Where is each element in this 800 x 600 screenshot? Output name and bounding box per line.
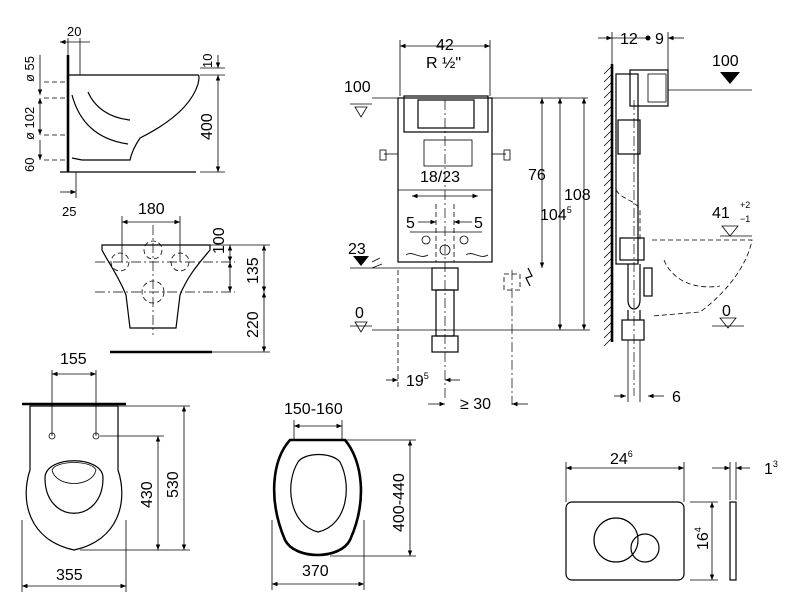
- frame-dim-19: 195: [406, 371, 429, 390]
- frame-dim-0: 0: [355, 305, 364, 322]
- wall-hatch-line: [603, 209, 613, 219]
- front-dim-180: 180: [138, 201, 165, 218]
- wall-hatch-line: [603, 313, 613, 323]
- side-frame-dim-41-minus: −1: [740, 214, 750, 224]
- frame-dim-104: 1045: [540, 205, 572, 224]
- side-frame-dim-9: 9: [655, 31, 664, 48]
- wall-hatch-line: [603, 129, 613, 139]
- seat-dim-400-440: 400-440: [391, 473, 408, 532]
- wall-hatch-line: [603, 241, 613, 251]
- top-dim-530: 530: [165, 471, 182, 498]
- front-dim-135: 135: [245, 257, 262, 284]
- wall-hatch-line: [603, 105, 613, 115]
- seat-dim-370: 370: [302, 563, 329, 580]
- side-view-bowl: 20 ø 55 ø 102 60 25 10 400: [22, 24, 225, 219]
- plate-dim-1: 13: [764, 459, 778, 478]
- side-dim-20: 20: [67, 24, 81, 39]
- front-view-bowl: 180 100 135 220: [95, 201, 270, 354]
- wall-hatch-line: [603, 81, 613, 91]
- side-dim-400: 400: [199, 113, 216, 140]
- wall-hatch-line: [603, 185, 613, 195]
- top-dim-355: 355: [56, 567, 83, 584]
- side-frame-dim-0: 0: [722, 303, 731, 320]
- wall-hatch-line: [603, 249, 613, 259]
- plate-dim-16: 164: [693, 527, 712, 550]
- installation-frame-front: 42 R ½" 100 76 108 1045 18/23 5 5 23 0 1…: [344, 37, 591, 413]
- side-dim-diam102: ø 102: [22, 107, 37, 140]
- frame-dim-30: ≥ 30: [460, 396, 491, 413]
- wall-hatch-line: [603, 169, 613, 179]
- wall-hatch-line: [603, 145, 613, 155]
- wall-hatch-line: [603, 161, 613, 171]
- frame-dim-42: 42: [436, 37, 454, 54]
- wall-hatch-line: [603, 193, 613, 203]
- wall-hatch-line: [603, 65, 613, 75]
- wall-hatch-line: [603, 273, 613, 283]
- wall-hatch-line: [603, 201, 613, 211]
- side-frame-dim-41: 41: [712, 205, 730, 222]
- front-dim-100: 100: [211, 227, 228, 254]
- side-frame-dim-6: 6: [672, 389, 681, 406]
- frame-dim-108: 108: [564, 187, 591, 204]
- wall-hatch-line: [603, 217, 613, 227]
- wall-hatch-line: [603, 257, 613, 267]
- frame-dim-23: 23: [348, 241, 366, 258]
- plate-dim-24: 246: [610, 449, 633, 468]
- wall-hatch-line: [603, 297, 613, 307]
- seat-top-view: 150-160 400-440 370: [271, 401, 416, 590]
- top-dim-155: 155: [60, 351, 87, 368]
- wall-hatch-line: [603, 281, 613, 291]
- frame-dim-18-23: 18/23: [420, 169, 460, 186]
- seat-dim-150-160: 150-160: [284, 401, 343, 418]
- frame-dim-r: R ½": [426, 55, 461, 72]
- side-frame-dim-12: 12: [620, 31, 638, 48]
- frame-dim-5-right: 5: [474, 215, 483, 232]
- wall-hatch-line: [603, 233, 613, 243]
- top-dim-430: 430: [139, 481, 156, 508]
- wall-hatch-line: [603, 97, 613, 107]
- front-dim-220: 220: [245, 311, 262, 338]
- wall-hatch-line: [603, 265, 613, 275]
- side-dim-60: 60: [22, 158, 37, 172]
- frame-dim-76: 76: [528, 167, 546, 184]
- wall-hatch-line: [603, 321, 613, 331]
- frame-dim-100: 100: [344, 79, 371, 96]
- wall-hatch-line: [603, 289, 613, 299]
- wall-hatch-line: [603, 153, 613, 163]
- wall-hatch-line: [603, 329, 613, 339]
- side-dim-10: 10: [200, 54, 215, 68]
- wall-hatch-line: [603, 121, 613, 131]
- wall-hatch-line: [603, 305, 613, 315]
- side-frame-dim-41-plus: +2: [740, 200, 750, 210]
- side-dim-25: 25: [62, 204, 76, 219]
- wall-hatch-line: [603, 113, 613, 123]
- wall-hatch-line: [603, 177, 613, 187]
- frame-dim-5-left: 5: [406, 215, 415, 232]
- side-dim-diam55: ø 55: [22, 56, 37, 82]
- flush-plate: 246 13 164: [565, 449, 778, 581]
- top-view-bowl: 155 430 530 355: [21, 351, 190, 592]
- wall-hatch-line: [603, 89, 613, 99]
- wall-hatch-line: [603, 73, 613, 83]
- wall-hatch-line: [603, 225, 613, 235]
- installation-frame-side: 12 9 100 41 +2 −1 0 6: [598, 31, 753, 406]
- wall-hatch-line: [603, 137, 613, 147]
- side-frame-dim-100: 100: [712, 53, 739, 70]
- wall-hatch-line: [603, 337, 613, 347]
